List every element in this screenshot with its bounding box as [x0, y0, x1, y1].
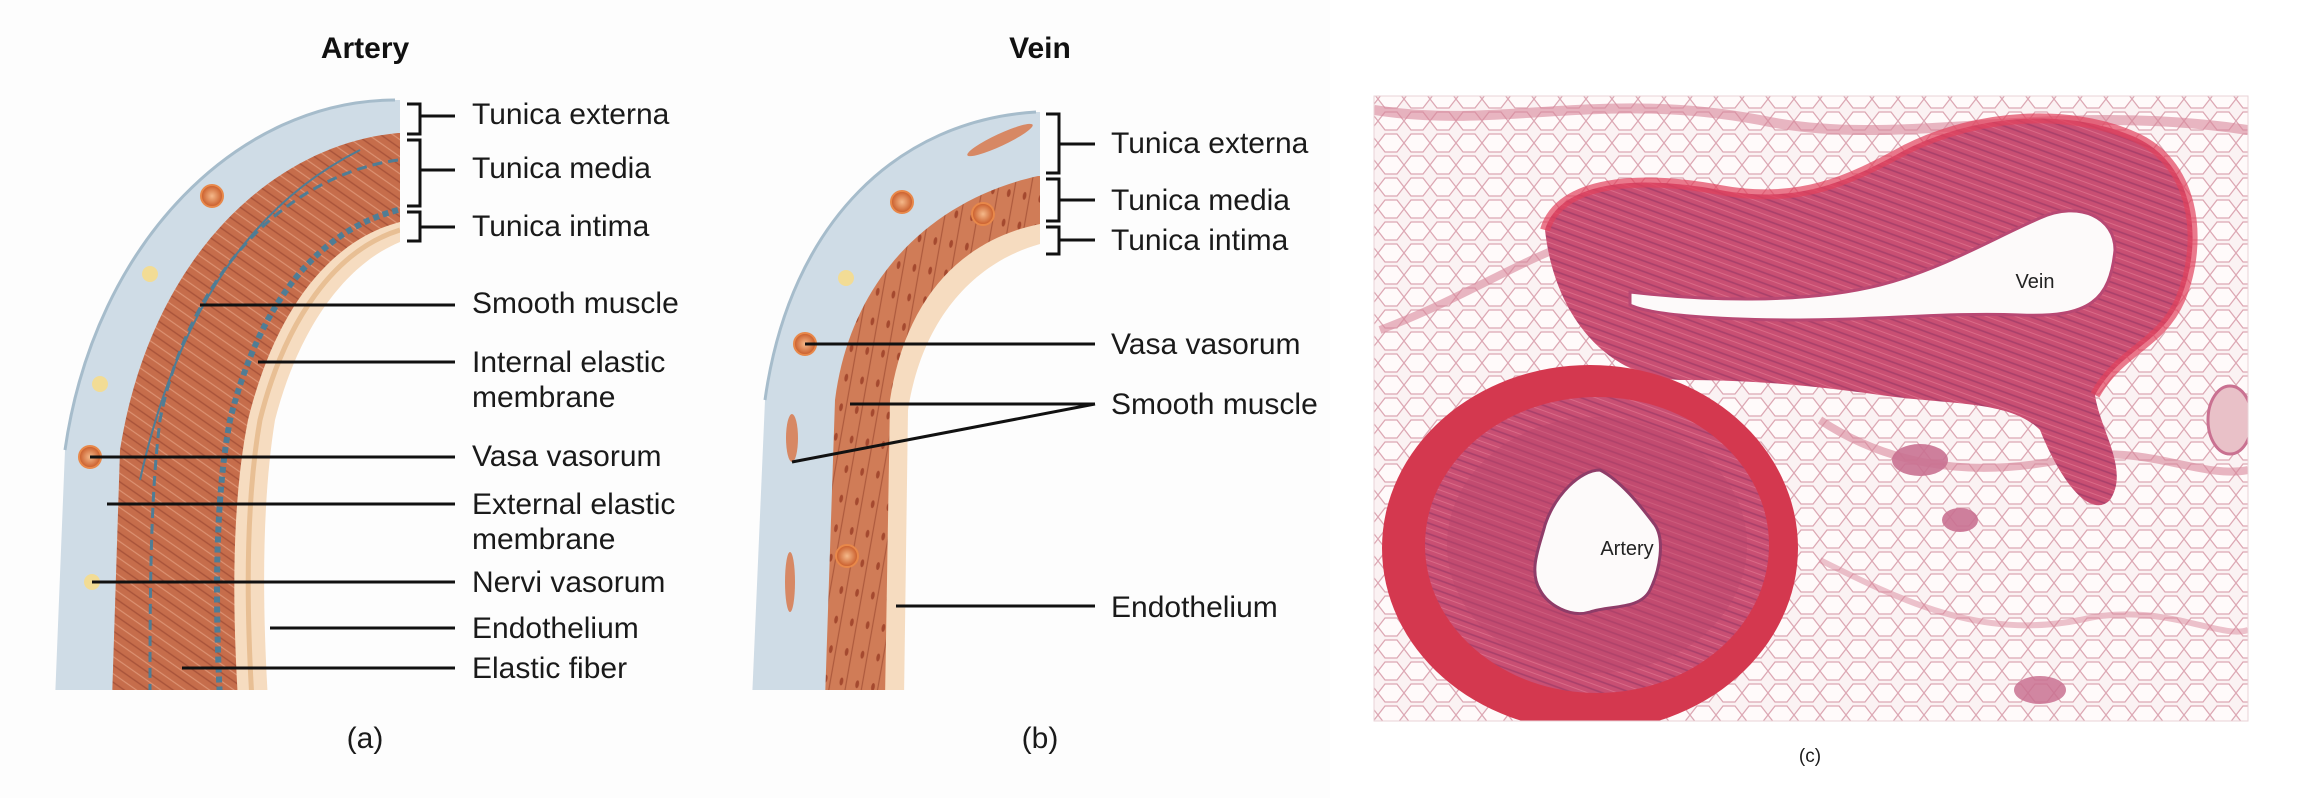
artery-label-smooth-muscle: Smooth muscle	[472, 287, 679, 320]
vein-layer-brackets	[1046, 112, 1095, 256]
artery-leader-lines	[90, 303, 455, 670]
vein-vasa-vasorum-1	[890, 190, 914, 214]
artery-label-nervi-vasorum: Nervi vasorum	[472, 566, 665, 599]
vein-label-vasa-vasorum: Vasa vasorum	[1111, 328, 1301, 361]
micrograph-artery-label: Artery	[1600, 538, 1653, 560]
artery-nerve-2	[92, 376, 108, 392]
histology-micrograph	[1374, 96, 2248, 721]
micrograph-frame	[1373, 95, 2249, 722]
artery-nerve-1	[142, 266, 158, 282]
vein-label-tunica-externa: Tunica externa	[1111, 127, 1309, 160]
artery-label-internal-elastic-2: membrane	[472, 381, 615, 414]
artery-vasa-vasorum-1	[200, 184, 224, 208]
vein-label-smooth-muscle: Smooth muscle	[1111, 388, 1318, 421]
vein-label-endothelium: Endothelium	[1111, 591, 1278, 624]
vein-elongated-vessel-1	[967, 123, 1033, 157]
vein-caption: (b)	[1022, 722, 1059, 755]
artery-label-tunica-media: Tunica media	[472, 152, 651, 185]
artery-layer-brackets	[407, 102, 455, 243]
vein-leader-lines	[791, 342, 1096, 608]
vein-label-tunica-intima: Tunica intima	[1111, 224, 1289, 257]
vein-illustration	[752, 110, 1040, 690]
artery-label-external-elastic-1: External elastic	[472, 488, 675, 521]
artery-label-tunica-intima: Tunica intima	[472, 210, 650, 243]
vein-label-tunica-media: Tunica media	[1111, 184, 1290, 217]
artery-label-internal-elastic-1: Internal elastic	[472, 346, 665, 379]
vein-elongated-vessel-2	[786, 414, 798, 462]
vein-elongated-vessel-3	[785, 552, 795, 612]
artery-label-elastic-fiber: Elastic fiber	[472, 652, 627, 685]
micrograph-caption: (c)	[1799, 746, 1821, 767]
vein-nerve-1	[838, 270, 854, 286]
vein-vasa-vasorum-4	[835, 544, 859, 568]
artery-caption: (a)	[347, 722, 384, 755]
artery-label-vasa-vasorum: Vasa vasorum	[472, 440, 662, 473]
micrograph-vein-label: Vein	[2016, 271, 2055, 293]
artery-label-endothelium: Endothelium	[472, 612, 639, 645]
artery-internal-elastic-membrane	[214, 207, 399, 690]
artery-title: Artery	[321, 32, 410, 65]
artery-illustration	[55, 98, 400, 690]
artery-label-tunica-externa: Tunica externa	[472, 98, 670, 131]
vein-title: Vein	[1009, 32, 1071, 65]
artery-label-external-elastic-2: membrane	[472, 523, 615, 556]
vein-vasa-vasorum-2	[971, 202, 995, 226]
vein-lumen	[1628, 209, 2117, 322]
artery-lumen	[1533, 468, 1662, 615]
